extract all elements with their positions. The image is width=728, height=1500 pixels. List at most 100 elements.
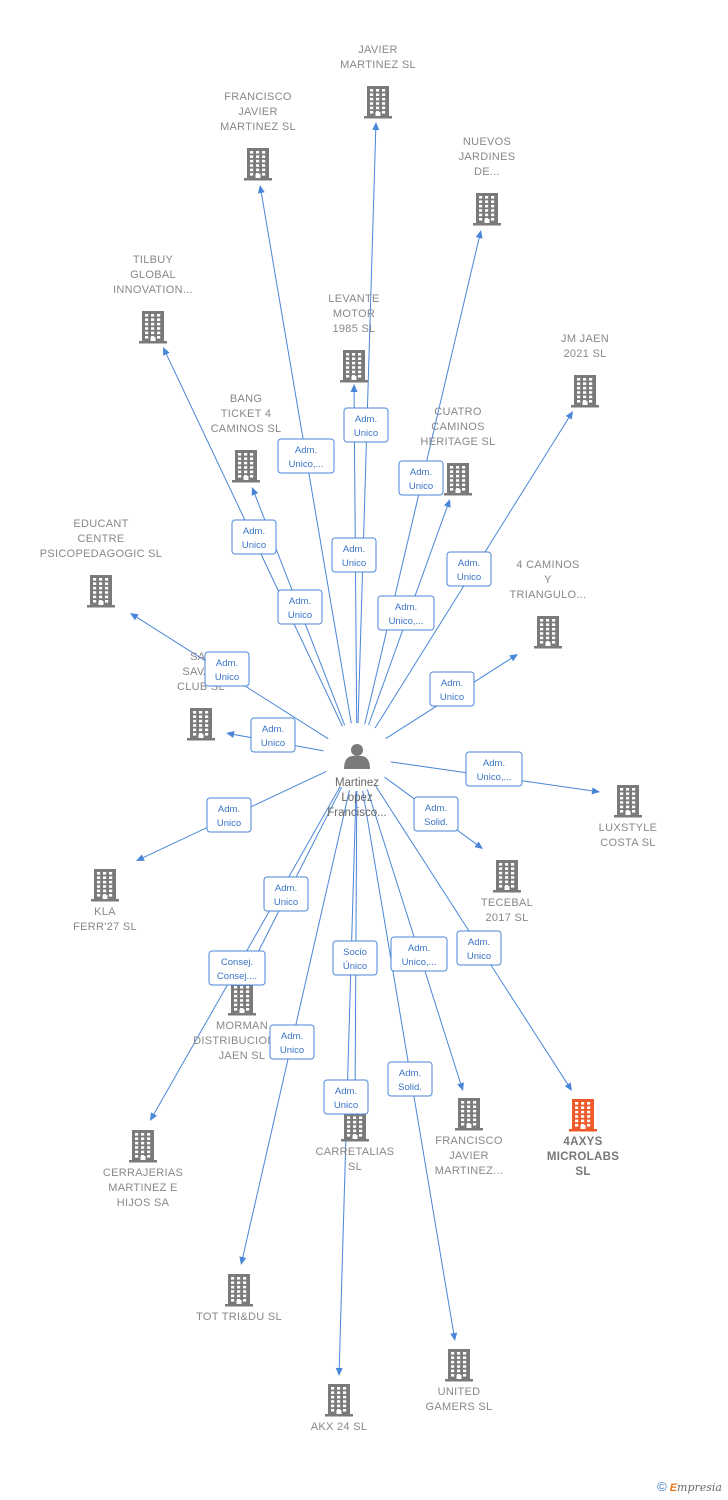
company-node-francisco-javier-martinez-2[interactable]: FRANCISCOJAVIERMARTINEZ...	[435, 1098, 504, 1177]
edge-label-line: Adm.	[216, 658, 238, 669]
edge-label-line: Unico	[215, 672, 239, 683]
building-icon	[340, 350, 368, 383]
company-node-tilbuy[interactable]: TILBUYGLOBALINNOVATION...	[113, 254, 193, 344]
company-node-jm-jaen[interactable]: JM JAEN 2021 SL	[561, 333, 609, 408]
company-name-line: COSTA SL	[600, 837, 655, 849]
building-icon	[187, 708, 215, 741]
edge-label-francisco-javier-martinez-2[interactable]: Adm.Unico,...	[390, 936, 448, 972]
building-icon	[571, 375, 599, 408]
building-icon	[569, 1099, 597, 1132]
company-name-line: JARDINES	[459, 151, 516, 163]
arrow-head-icon	[474, 841, 483, 849]
company-node-tot-tridu[interactable]: TOT TRI&DU SL	[196, 1274, 282, 1323]
arrow-head-icon	[163, 347, 170, 356]
company-node-luxstyle[interactable]: LUXSTYLE COSTA SL	[599, 785, 658, 849]
edge-label-educant[interactable]: Adm. Unico	[204, 651, 250, 687]
company-name-line: CERRAJERIAS	[103, 1167, 183, 1179]
company-name-line: JAEN SL	[219, 1050, 266, 1062]
arrow-head-icon	[372, 122, 380, 131]
edge-label-4-caminos[interactable]: Adm.Unico	[429, 671, 475, 707]
company-name-line: 1985 SL	[332, 323, 375, 335]
edge-label-box	[206, 797, 252, 833]
company-name-line: 2021 SL	[563, 348, 606, 360]
edge-label-box	[250, 717, 296, 753]
building-icon	[614, 785, 642, 818]
edge-label-morman[interactable]: Adm.Unico	[263, 876, 309, 912]
building-icon	[493, 860, 521, 893]
edge-label-nuevos-jardines[interactable]: Adm.Unico	[398, 460, 444, 496]
edge-label-box	[377, 595, 435, 631]
edge-label-box	[263, 876, 309, 912]
edge-label-line: Adm.	[335, 1086, 357, 1097]
edge-label-box	[277, 589, 323, 625]
company-name-line: CAMINOS SL	[211, 423, 282, 435]
edge-label-box	[208, 950, 266, 986]
edge-label-line: Unico	[467, 951, 491, 962]
edge-label-line: Unico,...	[477, 772, 512, 783]
edge-label-sal-savan[interactable]: Adm.Unico	[250, 717, 296, 753]
company-name-line: CUATRO	[434, 406, 482, 418]
arrow-head-icon	[591, 787, 600, 795]
arrow-head-icon	[150, 1112, 157, 1121]
edge-label-cerrajerias[interactable]: Consej.Consej....	[208, 950, 266, 986]
building-icon	[455, 1098, 483, 1131]
arrow-head-icon	[475, 230, 483, 239]
edge-label-tot-tridu[interactable]: Adm.Unico	[269, 1024, 315, 1060]
company-name-line: MICROLABS	[547, 1151, 619, 1163]
edge-label-line: Unico	[409, 481, 433, 492]
edge-label-line: Socio	[343, 947, 367, 958]
edge-label-jm-jaen[interactable]: Adm.Unico	[446, 551, 492, 587]
company-node-4-caminos[interactable]: 4 CAMINOSYTRIANGULO...	[510, 559, 587, 649]
edge-label-line: Adm.	[468, 937, 490, 948]
company-name-line: FRANCISCO	[224, 91, 292, 103]
edge-label-box	[446, 551, 492, 587]
arrow-head-icon	[443, 499, 451, 508]
arrow-head-icon	[565, 411, 573, 420]
arrow-head-icon	[239, 1256, 247, 1265]
company-name-line: FERR'27 SL	[73, 921, 137, 933]
building-icon	[228, 983, 256, 1016]
edge-label-box	[277, 438, 335, 474]
edge-label-francisco-javier-martinez-sl[interactable]: Adm.Unico,...	[277, 438, 335, 474]
company-name-line: MOTOR	[333, 308, 375, 320]
edge-label-levante-motor[interactable]: Adm.Unico	[331, 537, 377, 573]
edge-label-united-gamers[interactable]: Adm.Solid.	[387, 1061, 433, 1097]
company-node-nuevos-jardines[interactable]: NUEVOSJARDINESDE...	[459, 136, 516, 226]
company-node-akx-24[interactable]: AKX 24 SL	[311, 1384, 368, 1433]
company-name-line: PSICOPEDAGOGIC SL	[40, 548, 162, 560]
company-name-line: TRIANGULO...	[510, 589, 587, 601]
edge-label-tilbuy[interactable]: Adm.Unico	[231, 519, 277, 555]
center-person-node[interactable]: MartinezLopezFrancisco...	[327, 744, 387, 819]
company-name-line: FRANCISCO	[435, 1135, 503, 1147]
arrow-head-icon	[509, 654, 518, 662]
company-name-line: LUXSTYLE	[599, 822, 658, 834]
edge-label-kla-ferr[interactable]: Adm.Unico	[206, 797, 252, 833]
arrow-head-icon	[457, 1082, 464, 1091]
arrow-head-icon	[564, 1082, 572, 1091]
edge-label-line: Solid.	[424, 817, 448, 828]
edge-label-line: Adm.	[243, 526, 265, 537]
edge-label-bang-ticket[interactable]: Adm.Unico	[277, 589, 323, 625]
edge-label-javier-martinez[interactable]: Adm.Unico	[343, 407, 389, 443]
edge-label-4axys[interactable]: Adm. Unico	[456, 930, 502, 966]
company-name-line: JM JAEN	[561, 333, 609, 345]
edge-label-luxstyle[interactable]: Adm.Unico,...	[465, 751, 523, 787]
edge-label-tecebal[interactable]: Adm.Solid.	[413, 796, 459, 832]
edge-label-line: Unico,...	[389, 616, 424, 627]
edge-label-akx-24[interactable]: Adm.Unico	[323, 1079, 369, 1115]
edge-label-cuatro-caminos[interactable]: Adm.Unico,...	[377, 595, 435, 631]
